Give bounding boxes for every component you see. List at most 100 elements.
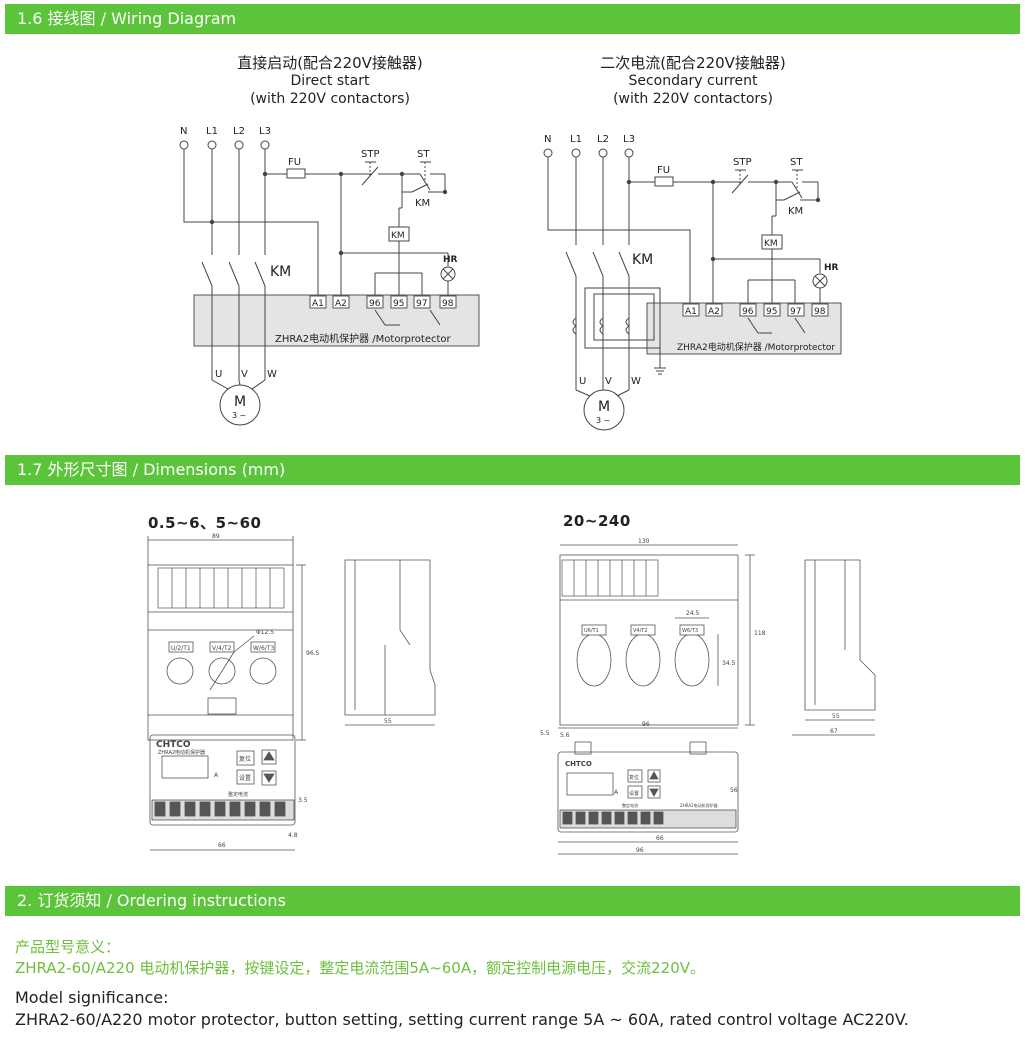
motor-label-right: M [598, 399, 610, 415]
small-display [161, 755, 209, 779]
small-set-current: 整定电流 [228, 791, 248, 798]
dim-small-height: 96.5 [306, 650, 320, 657]
ordering-zh-heading: 产品型号意义： [15, 938, 121, 956]
large-terminal-w: W6/T3 [682, 628, 698, 634]
label-km-main-right: KM [632, 252, 653, 268]
section-header-ordering: 2. 订货须知 / Ordering instructions [5, 886, 1020, 916]
large-unit: A [614, 789, 619, 796]
label-n: N [180, 126, 187, 137]
small-panel [149, 734, 296, 826]
section-header-wiring: 1.6 接线图 / Wiring Diagram [5, 4, 1020, 34]
terminal-a2-right: A2 [708, 307, 720, 317]
section-header-dimensions: 1.7 外形尺寸图 / Dimensions (mm) [5, 455, 1020, 485]
label-st-right: ST [790, 157, 803, 168]
large-btn-reset: 复位 [629, 774, 639, 781]
label-l1: L1 [206, 126, 218, 137]
motor-label: M [234, 394, 246, 410]
terminal-97: 97 [416, 299, 427, 309]
label-stp-right: STP [733, 157, 752, 168]
terminal-98: 98 [442, 299, 454, 309]
wiring-left-title: 直接启动(配合220V接触器) Direct start (with 220V … [200, 54, 460, 108]
small-brand: CHTCO [156, 740, 191, 750]
large-terminal-u: U6/T1 [584, 628, 599, 634]
label-l2: L2 [233, 126, 245, 137]
label-l1-right: L1 [570, 134, 582, 145]
dim-large-side-height: 56 [730, 787, 738, 794]
wiring-right-title-zh: 二次电流(配合220V接触器) [600, 54, 786, 72]
terminal-95: 95 [393, 299, 404, 309]
small-unit: A [214, 772, 219, 779]
terminal-a2: A2 [335, 299, 347, 309]
dim-small-width: 89 [212, 533, 220, 540]
label-u: U [215, 369, 222, 380]
large-brand: CHTCO [565, 760, 592, 768]
dim-large-bottom-width: 66 [656, 835, 664, 842]
label-w: W [267, 369, 277, 380]
dimension-range-small: 0.5~6、5~60 [148, 514, 262, 532]
wiring-diagram-left: N L1 L2 L3 FU STP ST KM KM HR KM A1 A2 9… [179, 126, 480, 426]
large-display [566, 772, 614, 796]
dim-small-offset2: 3.5 [298, 797, 308, 804]
label-n-right: N [544, 134, 551, 145]
terminal-96: 96 [369, 299, 381, 309]
label-hr: HR [443, 255, 458, 265]
large-side-body [804, 559, 876, 711]
dim-large-hole-h: 34.5 [722, 660, 736, 667]
label-hr-right: HR [824, 263, 839, 273]
large-set-current: 整定电流 [622, 802, 638, 808]
small-btn-reset: 复位 [239, 755, 251, 763]
dim-large-bottom-width2: 96 [636, 847, 644, 854]
label-st: ST [417, 149, 430, 160]
large-btn-set: 设置 [629, 790, 639, 797]
wiring-left-title-zh: 直接启动(配合220V接触器) [237, 54, 423, 72]
label-l2-right: L2 [597, 134, 609, 145]
dimensions-drawing: 89 96.5 Φ12.5 55 66 4.8 3.5 U/2/T1 V/4/T… [147, 533, 876, 855]
terminal-96-right: 96 [742, 307, 754, 317]
ordering-en-text: ZHRA2-60/A220 motor protector, button se… [15, 1010, 909, 1029]
dim-large-width: 130 [638, 538, 650, 545]
wiring-right-title: 二次电流(配合220V接触器) Secondary current (with … [563, 54, 823, 108]
label-v: V [241, 369, 248, 380]
small-side-body [344, 559, 436, 716]
dim-small-depth: 55 [384, 718, 392, 725]
large-terminal-v: V4/T2 [633, 628, 648, 634]
small-terminal-u: U/2/T1 [171, 645, 191, 652]
wiring-left-title-en2: (with 220V contactors) [250, 91, 410, 107]
small-terminal-v: V/4/T2 [212, 645, 232, 652]
dim-large-hole-w: 24.5 [686, 610, 700, 617]
ordering-en-heading: Model significance: [15, 988, 169, 1007]
label-km-aux: KM [415, 198, 430, 209]
large-panel [557, 751, 739, 833]
device-label: ZHRA2电动机保护器 /Motorprotector [275, 332, 452, 345]
dim-small-hole: Φ12.5 [256, 629, 274, 636]
small-front-body [147, 564, 294, 741]
dim-small-offset: 4.8 [288, 832, 298, 839]
label-l3: L3 [259, 126, 271, 137]
label-stp: STP [361, 149, 380, 160]
label-u-right: U [579, 376, 586, 387]
small-subtitle: ZHRA2电动机保护器 [158, 749, 205, 756]
wiring-right-title-en2: (with 220V contactors) [613, 91, 773, 107]
terminal-a1-right: A1 [685, 307, 697, 317]
label-w-right: W [631, 376, 641, 387]
label-fu: FU [288, 157, 301, 168]
large-front-body [559, 554, 739, 726]
large-side-text: ZHRA2电动机保护器 [680, 802, 718, 808]
dim-large-mount-width: 96 [642, 721, 650, 728]
small-btn-set: 设置 [239, 774, 251, 782]
label-km-coil: KM [391, 231, 405, 241]
label-km-main: KM [270, 264, 291, 280]
dim-small-bottom-width: 66 [218, 842, 226, 849]
dimension-range-large: 20~240 [563, 512, 631, 530]
wiring-diagram-right: N L1 L2 L3 FU STP ST KM KM HR KM A1 A2 9… [543, 134, 842, 431]
label-fu-right: FU [657, 165, 670, 176]
dim-large-depth2: 67 [830, 728, 838, 735]
terminal-97-right: 97 [790, 307, 801, 317]
motor-sub: 3 ~ [232, 411, 246, 420]
label-km-aux-right: KM [788, 206, 803, 217]
dim-large-offset-v: 5.5 [540, 730, 550, 737]
ordering-zh-text: ZHRA2-60/A220 电动机保护器，按键设定，整定电流范围5A~60A，额… [15, 959, 706, 977]
terminal-a1: A1 [312, 299, 324, 309]
terminal-98-right: 98 [814, 307, 826, 317]
label-v-right: V [605, 376, 612, 387]
